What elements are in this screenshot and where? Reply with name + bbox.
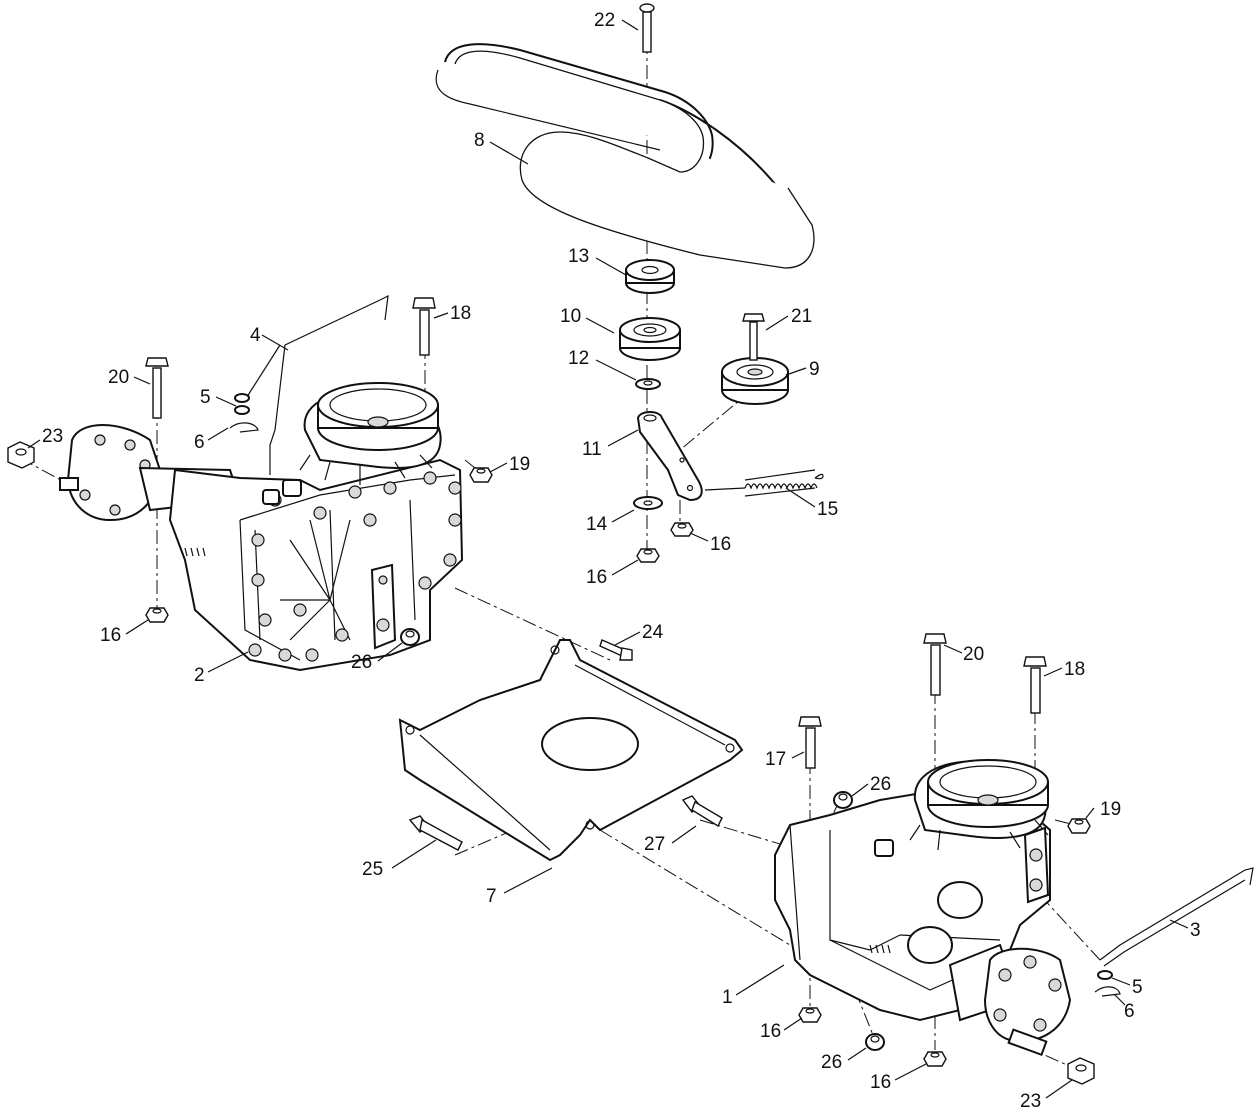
callout-26-right-lower: 26: [821, 1052, 842, 1073]
callout-18-right: 18: [1064, 659, 1085, 680]
bolt-25: [408, 815, 463, 851]
idler-arm-11: [636, 411, 703, 502]
callout-6-left: 6: [194, 432, 205, 453]
callout-23-left: 23: [42, 426, 63, 447]
nut-26-right-lower: [865, 1033, 885, 1051]
callout-16-right-b: 16: [870, 1072, 891, 1093]
washer-5-left: [234, 393, 250, 415]
washer-5-right: [1097, 970, 1113, 980]
nut-26-right-upper: [833, 791, 853, 809]
callout-25: 25: [362, 859, 383, 880]
nut-19-left: [469, 467, 493, 483]
callout-6-right: 6: [1124, 1001, 1135, 1022]
control-rod-3: [1099, 867, 1254, 967]
callout-23-right: 23: [1020, 1091, 1041, 1112]
callout-16-idler: 16: [710, 534, 731, 555]
bolt-20-right: [923, 633, 947, 696]
callout-3: 3: [1190, 920, 1201, 941]
bolt-21: [742, 313, 765, 361]
bearing-13: [625, 259, 675, 294]
callout-16-pulley: 16: [586, 567, 607, 588]
callout-22: 22: [594, 10, 615, 31]
callout-14: 14: [586, 514, 608, 535]
nut-23-right: [1067, 1057, 1095, 1085]
callout-1: 1: [722, 987, 733, 1008]
hydro-transmission-left-2: [59, 382, 464, 672]
extension-spring-15: [704, 469, 824, 497]
callout-5-left: 5: [200, 387, 211, 408]
bolt-17: [798, 716, 822, 769]
idler-pulley-9: [721, 357, 789, 405]
callout-21: 21: [791, 306, 812, 327]
nut-16-upper-a: [636, 548, 660, 563]
callout-15: 15: [817, 499, 838, 520]
callout-2: 2: [194, 665, 205, 686]
callout-20-right: 20: [963, 644, 984, 665]
nut-16-right-b: [923, 1051, 947, 1067]
callout-7: 7: [486, 886, 497, 907]
nut-26-left: [400, 628, 420, 646]
clip-6-right: [1094, 986, 1121, 997]
bolt-24: [599, 639, 633, 661]
callout-20-left: 20: [108, 367, 129, 388]
callout-12: 12: [568, 348, 589, 369]
callout-18-left: 18: [450, 303, 471, 324]
drive-belt: [435, 43, 815, 269]
callout-17: 17: [765, 749, 786, 770]
bolt-27: [681, 795, 723, 827]
callout-27: 27: [644, 834, 665, 855]
callout-8: 8: [474, 130, 485, 151]
bolt-18-left: [412, 297, 436, 356]
callout-26-right-upper: 26: [870, 774, 891, 795]
callout-10: 10: [560, 306, 581, 327]
mount-bracket-7: [398, 639, 744, 862]
nut-23-left: [7, 441, 35, 469]
control-rod-4: [244, 294, 389, 475]
bolt-18-right: [1023, 656, 1047, 714]
spacer-12: [635, 378, 661, 390]
idler-pulley-10: [619, 317, 681, 361]
nut-16-right-a: [798, 1007, 822, 1023]
callout-16-left: 16: [100, 625, 121, 646]
callout-19-left: 19: [509, 454, 530, 475]
callout-4: 4: [250, 325, 261, 346]
nut-16-upper-b: [670, 522, 694, 537]
callout-24: 24: [642, 622, 664, 643]
callout-11: 11: [582, 439, 602, 460]
callout-labels: 22 8 13 10 12 21 9 11 15 14 16 16 18 4 2…: [42, 10, 1201, 1112]
hydro-transmission-right-1: [774, 759, 1072, 1057]
callout-26-left: 26: [351, 652, 372, 673]
callout-16-right-a: 16: [760, 1021, 781, 1042]
nut-19-right: [1067, 818, 1091, 834]
callout-13: 13: [568, 246, 589, 267]
washer-14: [633, 496, 663, 510]
clip-6-left: [229, 422, 259, 433]
leader-lines: [27, 19, 1189, 1099]
nut-16-left: [145, 607, 169, 623]
centerlines: [19, 40, 1101, 1071]
bolt-20-left: [145, 357, 169, 419]
callout-19-right: 19: [1100, 799, 1121, 820]
callout-9: 9: [809, 359, 820, 380]
bolt-22: [639, 3, 655, 53]
callout-5-right: 5: [1132, 977, 1143, 998]
